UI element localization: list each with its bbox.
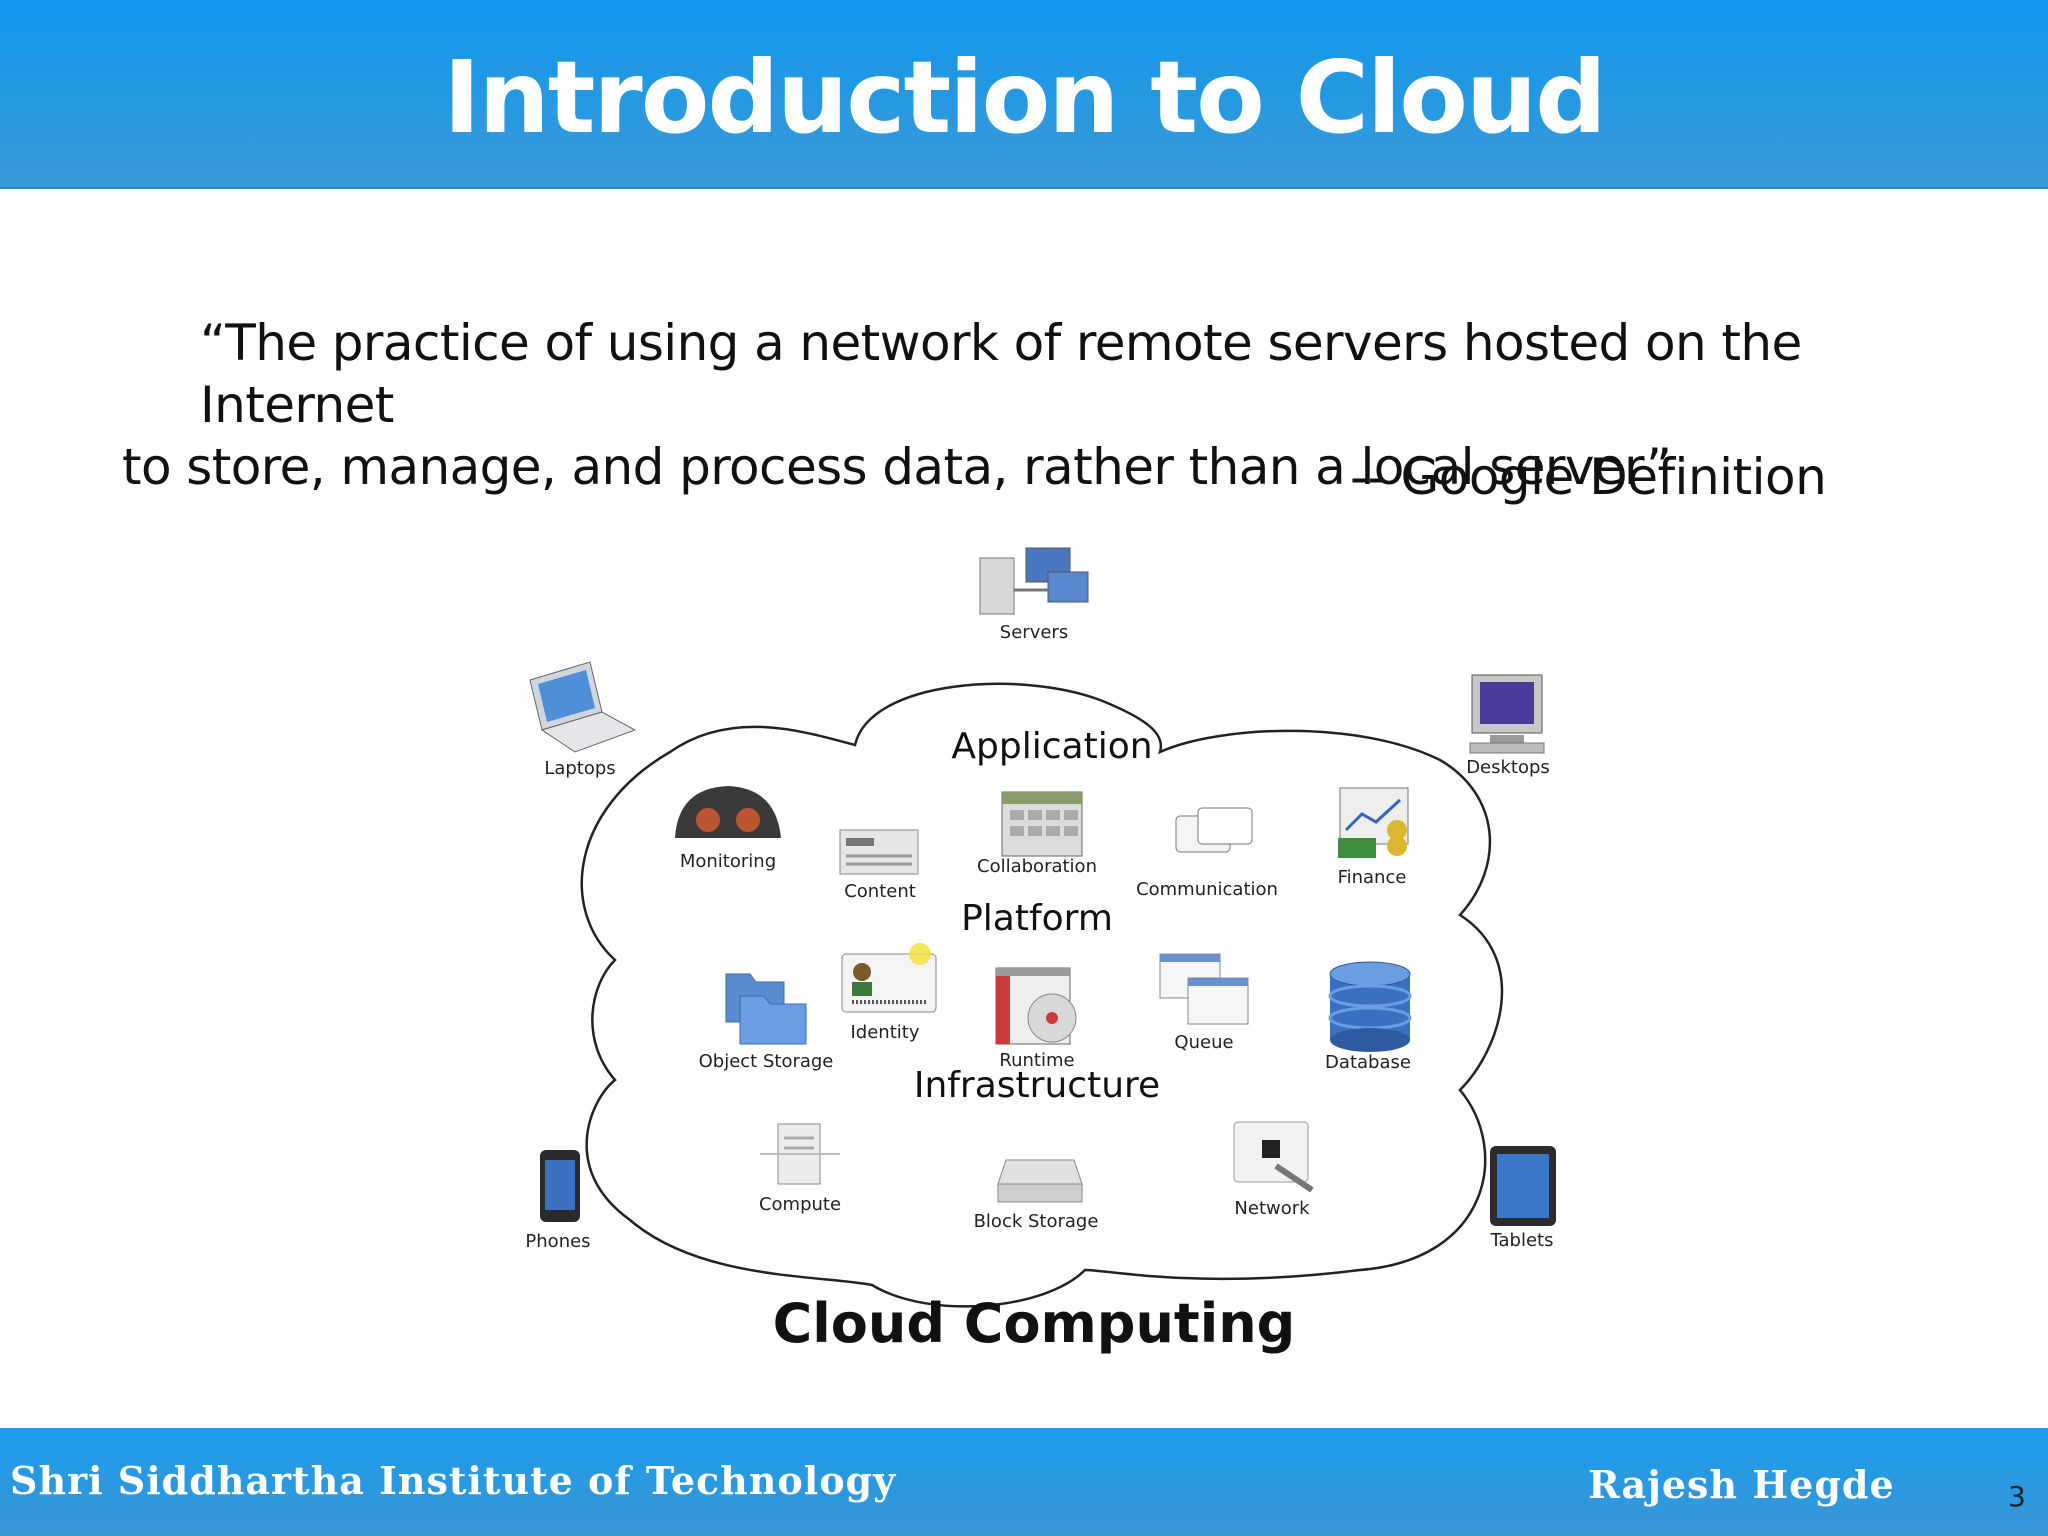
label-laptops: Laptops xyxy=(544,758,615,779)
label-servers: Servers xyxy=(1000,622,1068,643)
communication-icon xyxy=(1175,807,1253,853)
tablet-icon xyxy=(1490,1146,1556,1226)
label-content: Content xyxy=(844,881,916,902)
monitoring-icon xyxy=(675,786,781,838)
runtime-icon xyxy=(995,967,1077,1045)
slide-title: Introduction to Cloud xyxy=(443,39,1607,156)
label-monitoring: Monitoring xyxy=(680,851,776,872)
label-identity: Identity xyxy=(851,1022,920,1043)
title-bar: Introduction to Cloud xyxy=(0,0,2048,189)
section-application: Application xyxy=(951,726,1152,767)
definition-quote: “The practice of using a network of remo… xyxy=(122,312,1942,498)
cloud-computing-diagram: Application Platform Infrastructure Serv… xyxy=(525,547,1556,1355)
label-communication: Communication xyxy=(1136,879,1278,900)
section-infrastructure: Infrastructure xyxy=(914,1065,1160,1106)
footer-institute: Shri Siddhartha Institute of Technology xyxy=(10,1458,897,1503)
label-desktops: Desktops xyxy=(1466,757,1550,778)
label-compute: Compute xyxy=(759,1194,841,1215)
footer-author: Rajesh Hegde xyxy=(1588,1462,1895,1507)
label-runtime: Runtime xyxy=(999,1050,1074,1071)
label-network: Network xyxy=(1234,1198,1310,1219)
diagram-caption: Cloud Computing xyxy=(773,1292,1296,1355)
label-phones: Phones xyxy=(525,1231,590,1252)
servers-icon xyxy=(979,547,1089,615)
label-object-storage: Object Storage xyxy=(699,1051,834,1072)
queue-icon xyxy=(1159,953,1249,1025)
laptop-icon xyxy=(529,661,637,753)
label-block-storage: Block Storage xyxy=(974,1211,1099,1232)
label-tablets: Tablets xyxy=(1490,1230,1554,1251)
desktop-icon xyxy=(1469,674,1545,754)
page-number: 3 xyxy=(2008,1480,2026,1513)
label-collaboration: Collaboration xyxy=(977,856,1097,877)
collaboration-icon xyxy=(1001,791,1083,857)
identity-icon xyxy=(841,943,937,1013)
content-icon xyxy=(839,829,919,875)
label-database: Database xyxy=(1325,1052,1411,1073)
folder-icon xyxy=(725,973,807,1045)
section-platform: Platform xyxy=(961,898,1113,939)
footer-bar: Shri Siddhartha Institute of Technology … xyxy=(0,1428,2048,1536)
phone-icon xyxy=(540,1150,580,1222)
block-storage-icon xyxy=(997,1159,1083,1203)
quote-line-1: “The practice of using a network of remo… xyxy=(200,314,1802,434)
database-icon xyxy=(1328,961,1412,1052)
compute-icon xyxy=(760,1123,840,1185)
label-finance: Finance xyxy=(1338,867,1407,888)
quote-line-2: to store, manage, and process data, rath… xyxy=(122,438,1672,496)
network-icon xyxy=(1233,1121,1314,1193)
finance-icon xyxy=(1338,787,1409,858)
quote-attribution: -- Google Definition xyxy=(1350,448,1827,506)
label-queue: Queue xyxy=(1174,1032,1233,1053)
